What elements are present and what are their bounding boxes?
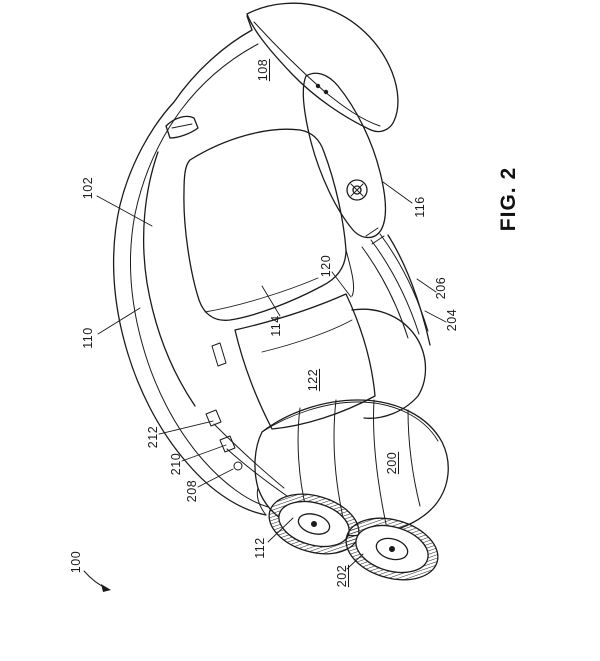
floor-opening (234, 293, 376, 430)
ref-label-122: 122 (306, 368, 320, 392)
ref-label-114: 114 (269, 315, 283, 337)
door-window-opening (183, 128, 355, 367)
ref-label-208: 208 (185, 479, 199, 503)
leader-lines (96, 181, 447, 570)
ref-label-206: 206 (434, 276, 448, 300)
ref-label-110: 110 (81, 327, 95, 349)
ref-label-212: 212 (146, 425, 160, 449)
vehicle-body (112, 29, 431, 516)
ref-label-120: 120 (319, 254, 333, 278)
door-handle (211, 342, 227, 367)
ref-label-102: 102 (81, 176, 95, 200)
mirror-fin (165, 115, 199, 139)
ref-label-112: 112 (253, 537, 267, 559)
figure-caption: FIG. 2 (497, 166, 520, 232)
hose-lines (361, 233, 429, 339)
reference-arrow-100 (83, 570, 111, 592)
ref-label-116: 116 (413, 196, 427, 218)
emblem-icon (346, 179, 368, 201)
left-wheel (268, 493, 360, 555)
ref-label-202: 202 (335, 564, 349, 588)
ref-label-108: 108 (256, 58, 270, 82)
ref-label-100: 100 (69, 550, 83, 574)
right-wheel (345, 517, 439, 581)
ref-label-200: 200 (385, 451, 399, 475)
fender-bulge (351, 308, 427, 419)
ref-label-210: 210 (169, 452, 183, 476)
front-fascia (302, 72, 387, 245)
